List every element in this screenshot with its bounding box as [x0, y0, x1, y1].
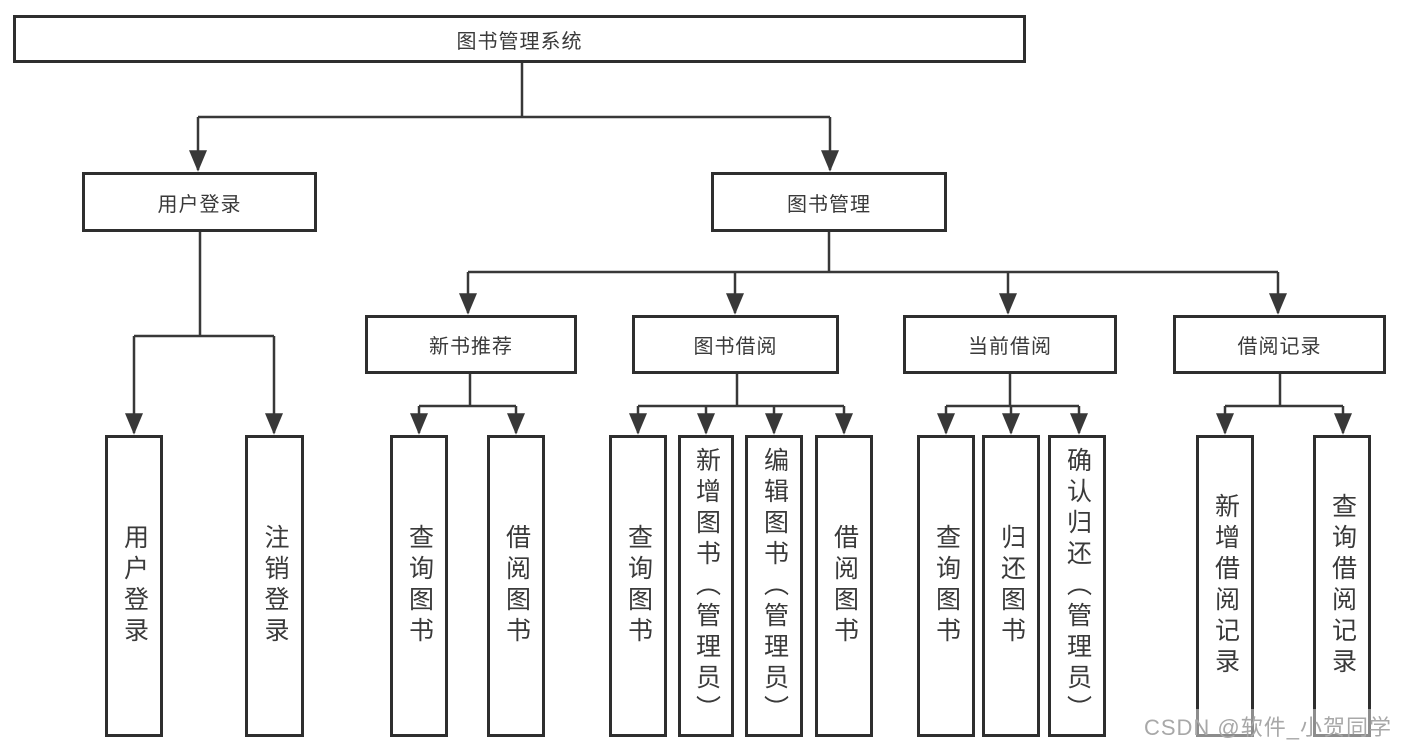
node-user-login: 用户登录	[82, 172, 317, 232]
leaf-borrow-query-books: 查询图书	[609, 435, 667, 737]
leaf-logout-label: 注销登录	[261, 524, 289, 648]
leaf-borrow-edit-books-admin: 编辑图书（管理员）	[745, 435, 803, 737]
leaf-records-query-record-label: 查询借阅记录	[1328, 493, 1357, 679]
leaf-recommend-borrow-books-label: 借阅图书	[502, 524, 531, 648]
leaf-recommend-query-books: 查询图书	[390, 435, 448, 737]
leaf-borrow-edit-books-admin-label: 编辑图书（管理员）	[760, 446, 789, 726]
leaf-current-query-books: 查询图书	[917, 435, 975, 737]
node-new-book-recommend: 新书推荐	[365, 315, 577, 374]
leaf-current-return-books-label: 归还图书	[997, 524, 1026, 648]
leaf-borrow-borrow-books-label: 借阅图书	[830, 524, 859, 648]
leaf-recommend-borrow-books: 借阅图书	[487, 435, 545, 737]
leaf-current-confirm-return-admin: 确认归还（管理员）	[1048, 435, 1106, 737]
leaf-records-query-record: 查询借阅记录	[1313, 435, 1371, 737]
leaf-borrow-query-books-label: 查询图书	[624, 524, 653, 648]
leaf-current-return-books: 归还图书	[982, 435, 1040, 737]
node-library-management-system: 图书管理系统	[13, 15, 1026, 63]
leaf-records-add-record: 新增借阅记录	[1196, 435, 1254, 737]
csdn-watermark: CSDN @软件_小贺同学	[1140, 709, 1395, 743]
leaf-user-login: 用户登录	[105, 435, 163, 737]
leaf-current-confirm-return-admin-label: 确认归还（管理员）	[1063, 446, 1092, 726]
leaf-logout: 注销登录	[245, 435, 304, 737]
node-book-borrow: 图书借阅	[632, 315, 839, 374]
leaf-user-login-label: 用户登录	[120, 524, 149, 648]
leaf-borrow-add-books-admin-label: 新增图书（管理员）	[692, 446, 721, 726]
node-current-borrow: 当前借阅	[903, 315, 1117, 374]
leaf-records-add-record-label: 新增借阅记录	[1211, 493, 1240, 679]
leaf-current-query-books-label: 查询图书	[932, 524, 961, 648]
leaf-borrow-add-books-admin: 新增图书（管理员）	[678, 435, 734, 737]
leaf-recommend-query-books-label: 查询图书	[405, 524, 434, 648]
node-book-management: 图书管理	[711, 172, 947, 232]
leaf-borrow-borrow-books: 借阅图书	[815, 435, 873, 737]
node-borrow-records: 借阅记录	[1173, 315, 1386, 374]
